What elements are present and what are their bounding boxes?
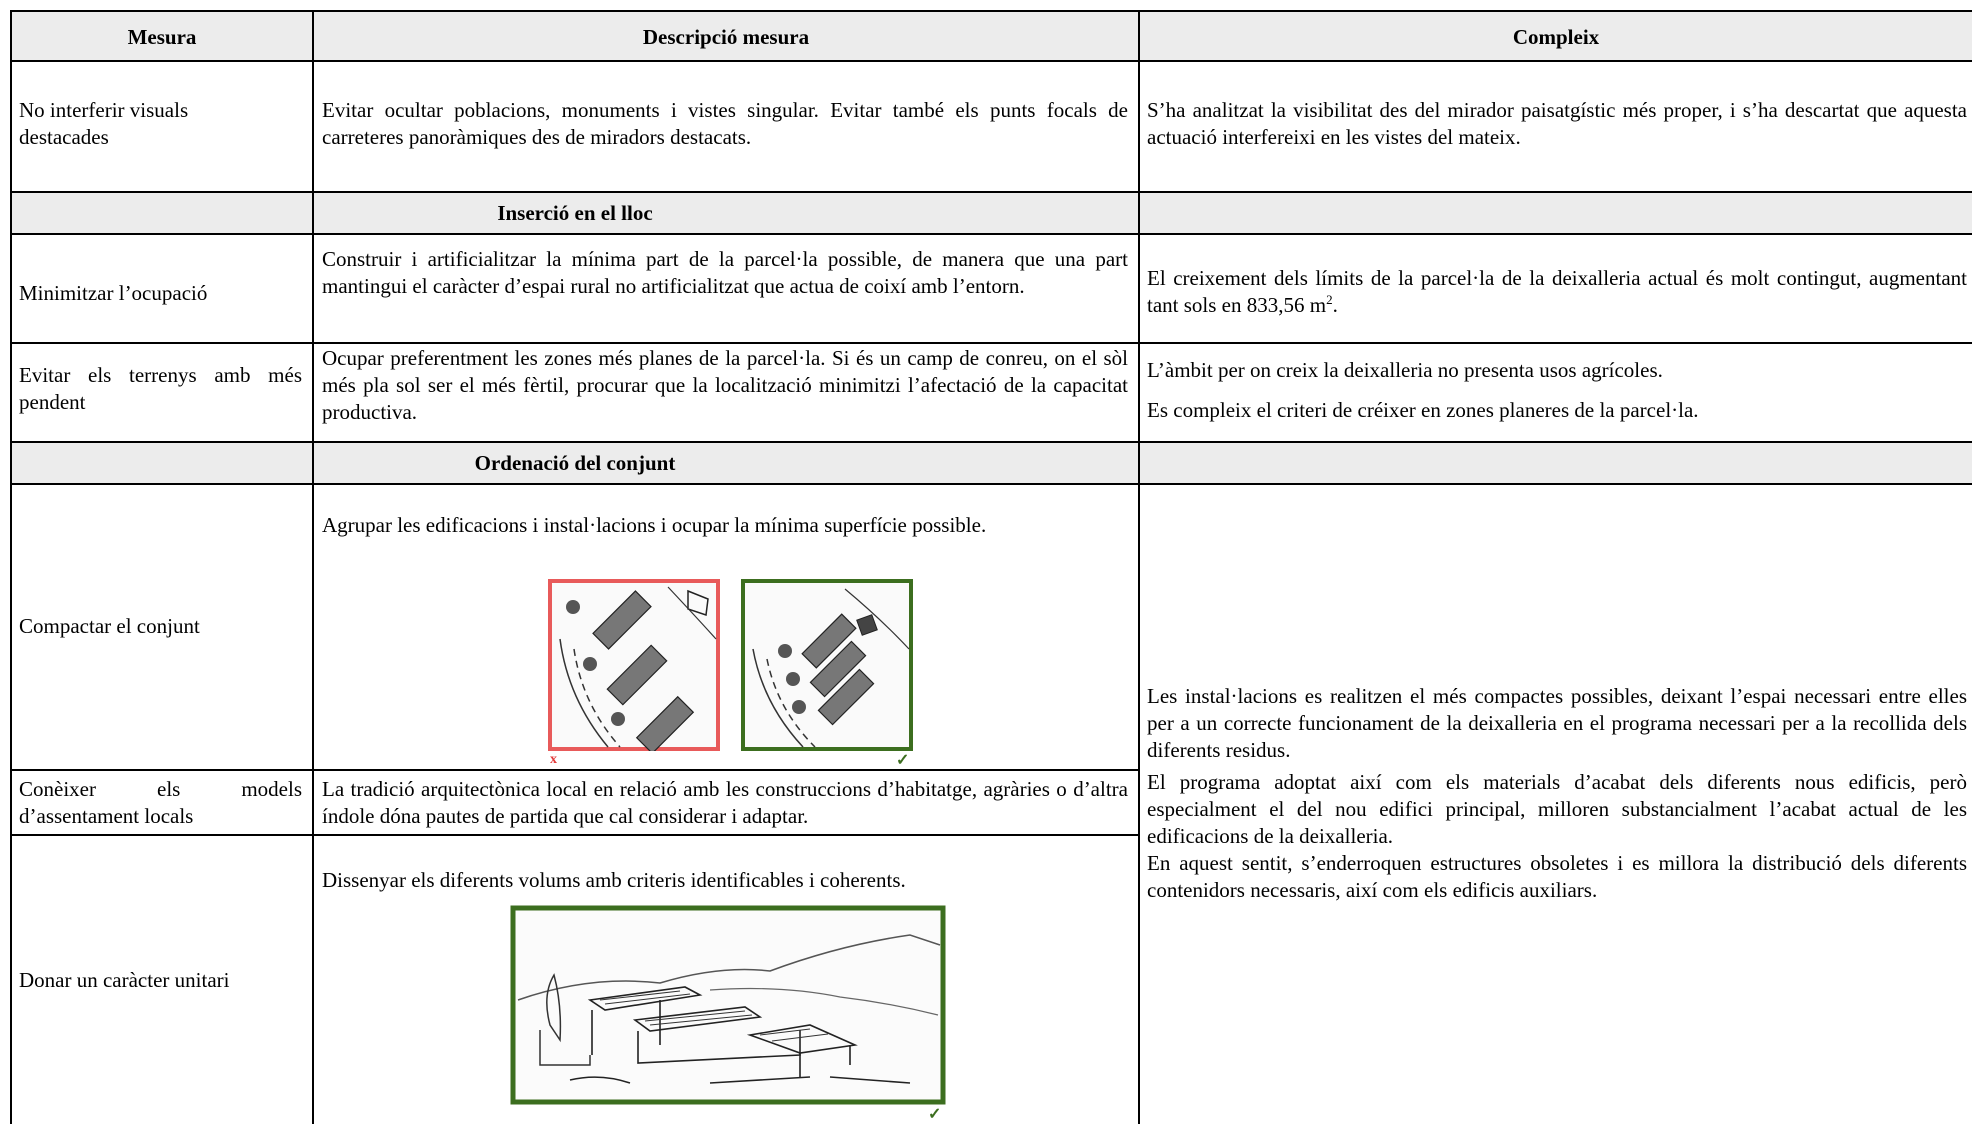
header-compleix: Compleix <box>1512 25 1600 49</box>
good-mark-icon: ✓ <box>896 752 910 769</box>
section-insercio: Inserció en el lloc <box>497 201 653 225</box>
row-compactar-descripcio: Agrupar les edificacions i instal·lacion… <box>322 513 987 537</box>
row-unitari-descripcio: Dissenyar els diferents volums amb crite… <box>322 868 906 892</box>
row-ocupacio-mesura: Minimitzar l’ocupació <box>19 281 208 305</box>
row-ocupacio-compleix-sup: 2 <box>1326 292 1333 307</box>
row-ocupacio-compleix: El creixement dels límits de la parcel·l… <box>1147 265 1967 319</box>
row-compactar-mesura: Compactar el conjunt <box>19 614 200 638</box>
section-ordenacio: Ordenació del conjunt <box>474 451 676 475</box>
row-ocupacio-compleix-end: . <box>1332 293 1338 317</box>
sketch-compact-layout <box>741 579 913 751</box>
row-pendent-mesura: Evitar els terrenys amb més pendent <box>19 363 302 414</box>
row-ocupacio-descripcio: Construir i artificialitzar la mínima pa… <box>322 247 1128 298</box>
row-ocupacio-compleix-text: El creixement dels límits de la parcel·l… <box>1147 266 1967 317</box>
row-visuals-mesura: No interferir visuals destacades <box>19 98 189 149</box>
row-models-descripcio: La tradició arquitectònica local en rela… <box>322 777 1128 828</box>
unitary-good-mark-icon: ✓ <box>928 1106 942 1123</box>
section-band-ordenacio <box>10 441 1972 483</box>
merged-compleix-p1: Les instal·lacions es realitzen el més c… <box>1147 684 1967 762</box>
header-descripcio: Descripció mesura <box>642 25 810 49</box>
row-visuals-compleix: S’ha analitzat la visibilitat des del mi… <box>1147 98 1967 149</box>
bad-mark-icon: x <box>550 752 557 767</box>
merged-compleix-p2: El programa adoptat així com els materia… <box>1147 770 1967 848</box>
row-pendent-compleix-1: L’àmbit per on creix la deixalleria no p… <box>1147 358 1663 382</box>
merged-compleix-p3: En aquest sentit, s’enderroquen estructu… <box>1147 851 1967 902</box>
row-unitari-mesura: Donar un caràcter unitari <box>19 968 230 992</box>
header-row-band <box>10 10 1972 60</box>
row-pendent-descripcio: Ocupar preferentment les zones més plane… <box>322 346 1128 424</box>
sketch-unitary-volumes <box>510 905 946 1105</box>
row-models-mesura: Conèixer els models d’assentament locals <box>19 777 302 828</box>
row-visuals-descripcio: Evitar ocultar poblacions, monuments i v… <box>322 98 1128 149</box>
section-band-insercio <box>10 191 1972 233</box>
sketch-dispersed-layout <box>548 579 720 751</box>
header-mesura: Mesura <box>127 25 197 49</box>
row-pendent-compleix-2: Es compleix el criteri de créixer en zon… <box>1147 398 1699 422</box>
